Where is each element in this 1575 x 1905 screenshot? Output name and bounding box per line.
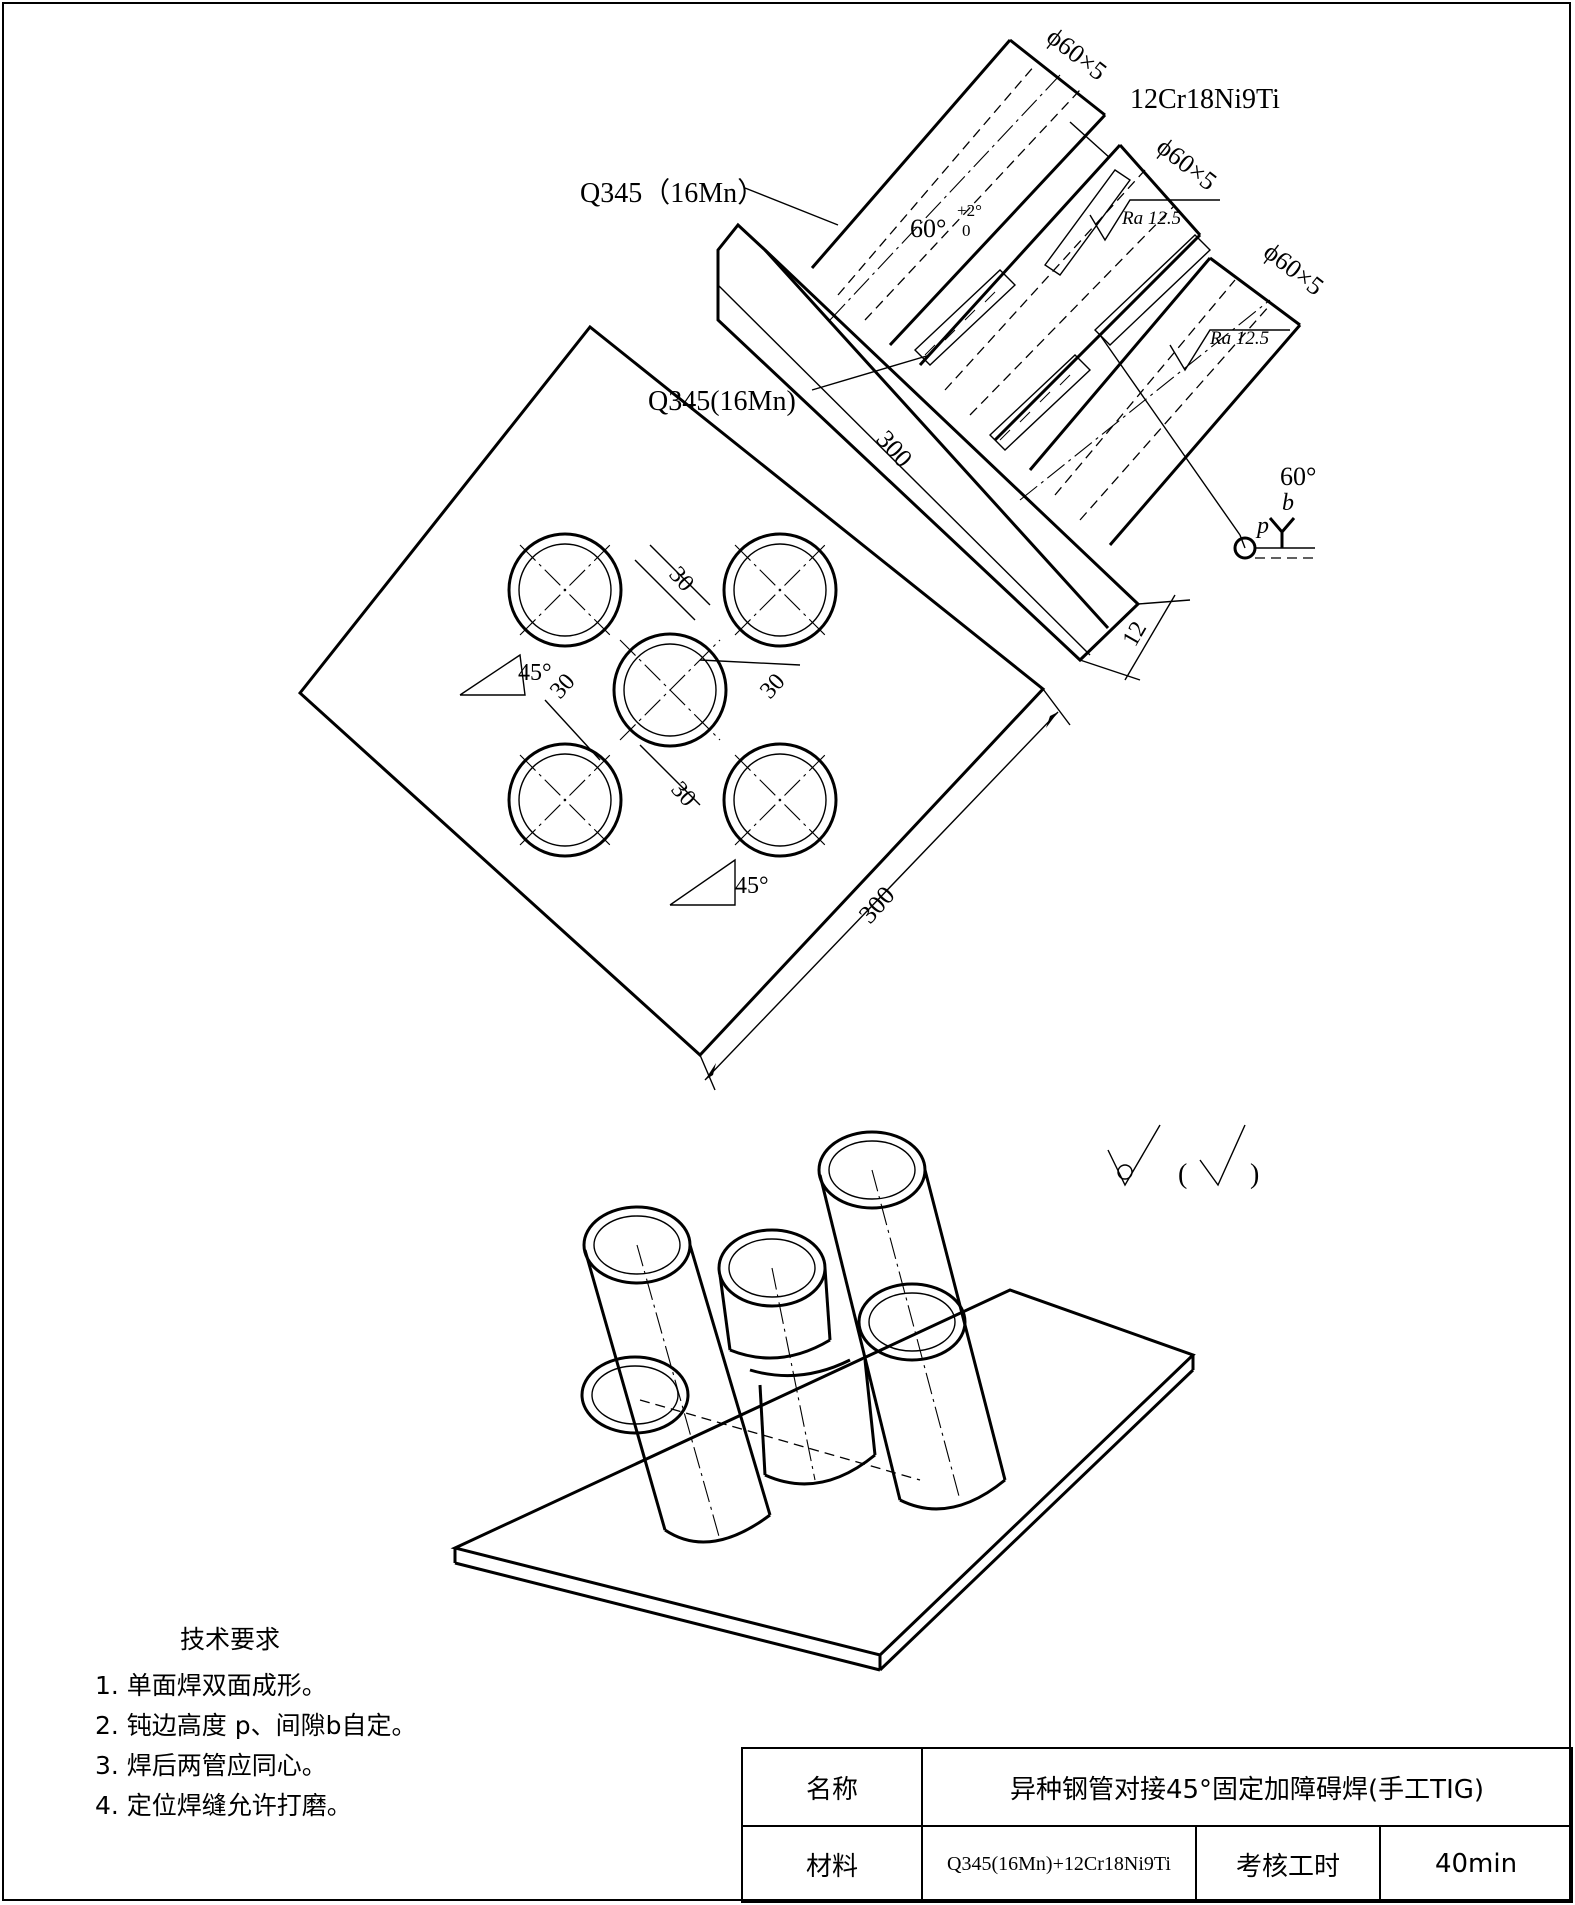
weld-zone-1 (913, 269, 1017, 366)
spacing-dim-2: 30 (755, 669, 790, 704)
hole-top-left (507, 532, 623, 648)
time-label: 考核工时 (1195, 1825, 1381, 1903)
pipe-mid-size-label: ϕ60×5 (1151, 132, 1222, 196)
tech-item: 4. 定位焊缝允许打磨。 (95, 1791, 352, 1820)
weld-zone-2 (988, 354, 1092, 451)
groove-tol-upper-label: +2° (957, 201, 982, 220)
hole-group (459, 532, 838, 906)
time-value: 40min (1379, 1825, 1573, 1903)
tech-title: 技术要求 (180, 1625, 281, 1654)
spacing-dim-1: 30 (664, 562, 699, 597)
plate-length-dim-2: 300 (853, 881, 901, 929)
angle-label-2: 45° (735, 873, 769, 899)
angle-label-1: 45° (518, 660, 552, 686)
material-value: Q345(16Mn)+12Cr18Ni9Ti (921, 1825, 1197, 1903)
hole-bottom-left (507, 742, 623, 858)
tech-item: 2. 钝边高度 p、间隙b自定。 (95, 1711, 417, 1740)
plate-material-mid-label: Q345(16Mn) (648, 386, 796, 417)
iso-pipe-center (717, 1228, 877, 1486)
name-label: 名称 (741, 1747, 923, 1827)
roughness-note-close: ) (1250, 1159, 1259, 1190)
plate-thickness-dim: 12 (1118, 617, 1153, 651)
plate-length-dim-1: 300 (871, 425, 919, 473)
iso-pipe-right (817, 1130, 1007, 1511)
weld-symbol-p-label: p (1255, 513, 1269, 539)
spacing-dim-4: 30 (666, 777, 701, 812)
roughness-note (1107, 1124, 1246, 1187)
plate-top-view (297, 324, 1071, 1091)
groove-tol-lower-label: 0 (962, 221, 971, 240)
weld-symbol-angle-label: 60° (1280, 462, 1316, 491)
iso-pipe-left (580, 1205, 772, 1544)
hole-top-right (722, 532, 838, 648)
pipe-top-size-label: ϕ60×5 (1041, 22, 1112, 86)
hole-center (612, 632, 728, 748)
roughness-note-open: ( (1178, 1159, 1187, 1190)
technical-requirements: 技术要求 1. 单面焊双面成形。 2. 钝边高度 p、间隙b自定。 3. 焊后两… (95, 1620, 515, 1826)
plate-material-top-label: Q345（16Mn） (580, 177, 765, 209)
material-label: 材料 (741, 1825, 923, 1903)
title-block: 名称 异种钢管对接45°固定加障碍焊(手工TIG) 材料 Q345(16Mn)+… (741, 1747, 1573, 1903)
name-value: 异种钢管对接45°固定加障碍焊(手工TIG) (921, 1747, 1573, 1827)
weld-zone-3 (1044, 169, 1212, 346)
roughness-2-label: Ra 12.5 (1209, 328, 1269, 349)
pipe-right-size-label: ϕ60×5 (1258, 237, 1329, 301)
isometric-view (450, 1130, 1196, 1672)
tech-item: 3. 焊后两管应同心。 (95, 1751, 327, 1780)
groove-angle-label: 60° (910, 214, 946, 243)
pipe-top-material-label: 12Cr18Ni9Ti (1130, 84, 1280, 115)
hole-bottom-right (722, 742, 838, 858)
weld-symbol-b-label: b (1282, 490, 1294, 516)
section-view (716, 38, 1315, 681)
tech-item: 1. 单面焊双面成形。 (95, 1671, 327, 1700)
roughness-1-label: Ra 12.5 (1121, 208, 1181, 229)
